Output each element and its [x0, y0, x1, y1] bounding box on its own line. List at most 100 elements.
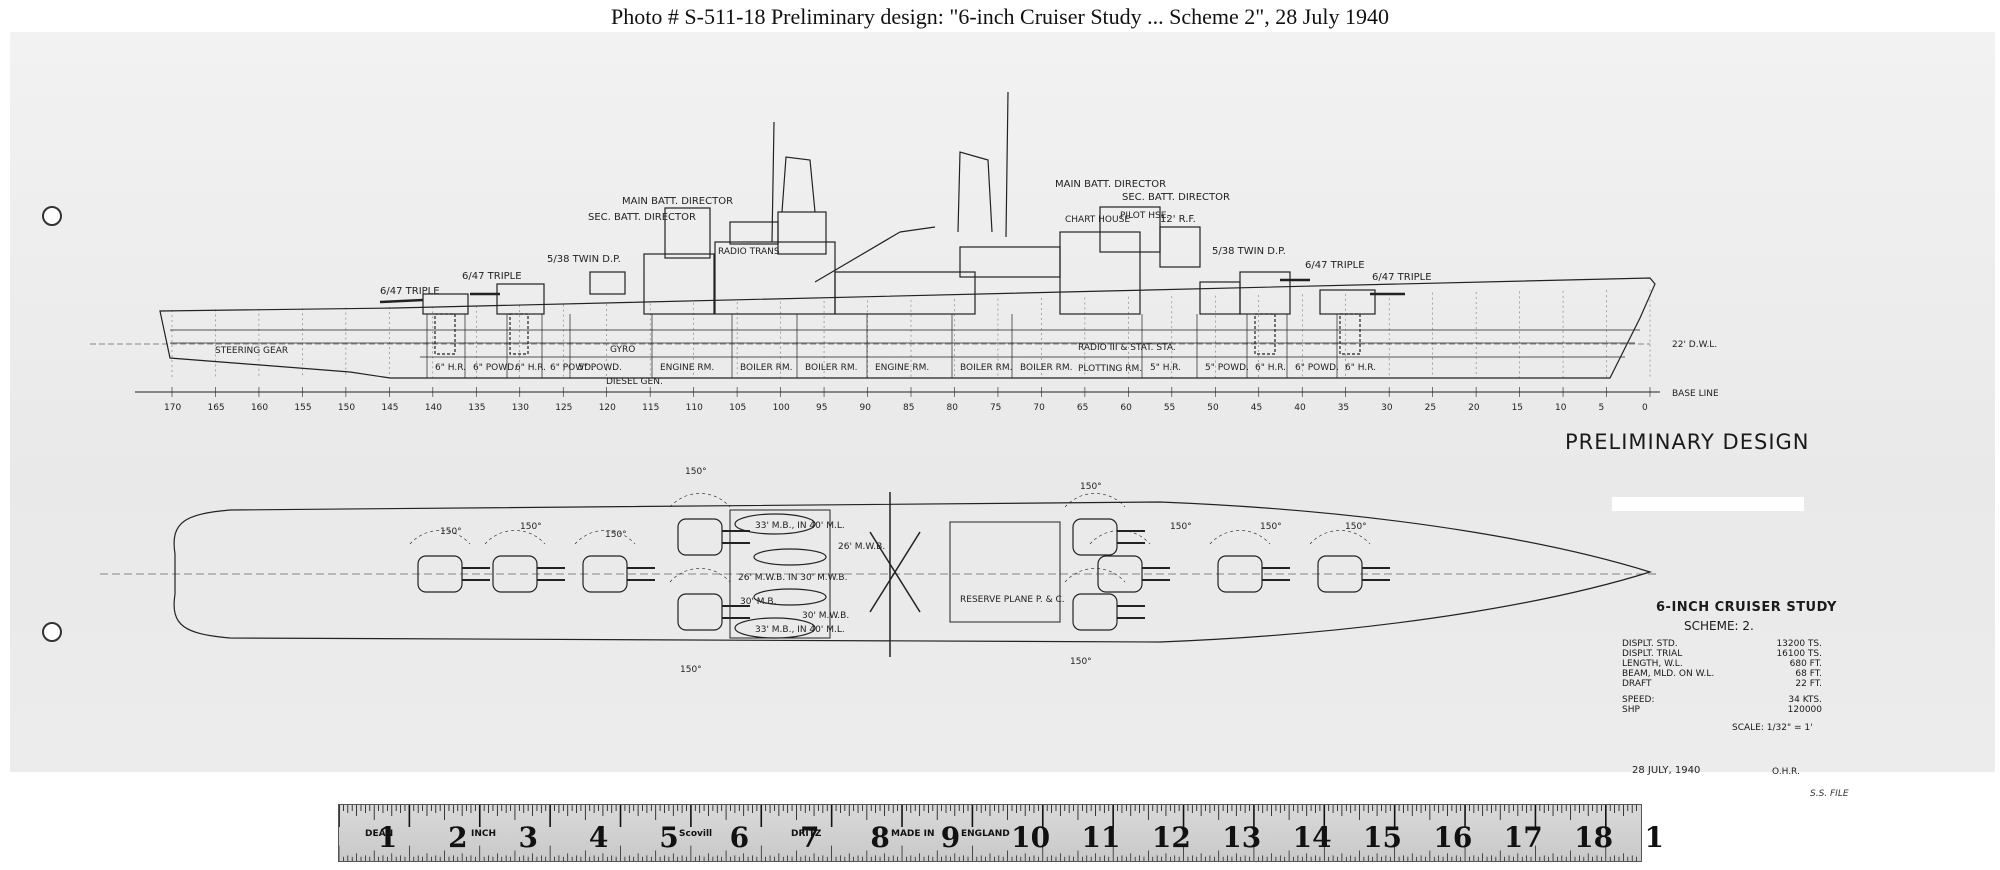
ruler-number: 1: [377, 821, 398, 854]
spec-value: 34 KTS.: [1788, 695, 1822, 705]
hull-profile: [159, 277, 1656, 379]
title-block-scheme: SCHEME: 2.: [1684, 619, 1754, 633]
redaction-bar: [1612, 497, 1804, 511]
compartment-label: 6" H.R.: [515, 363, 546, 373]
frame-station-label: 40: [1294, 403, 1306, 413]
frame-station-label: 50: [1207, 403, 1219, 413]
compartment-label: 6" POWD.: [473, 363, 517, 373]
drawing-date: 28 JULY, 1940: [1632, 765, 1701, 776]
profile-view: [90, 91, 1660, 397]
ruler-number: 13: [1222, 821, 1262, 854]
spec-list: SPEED: 34 KTS. SHP 120000: [1622, 695, 1872, 715]
ruler-number: 17: [1503, 821, 1543, 854]
frame-station-label: 130: [512, 403, 529, 413]
ruler-ticks: [339, 805, 1638, 861]
frame-station-label: 145: [381, 403, 398, 413]
label-sec-batt-director: SEC. BATT. DIRECTOR: [1122, 192, 1230, 203]
ruler-tag: DEAN: [365, 829, 394, 839]
profile-labels: MAIN BATT. DIRECTOR SEC. BATT. DIRECTOR …: [215, 179, 1719, 399]
compartment-label: BOILER RM.: [740, 363, 792, 373]
ruler-number: 6: [729, 821, 750, 854]
ruler-number: 5: [659, 821, 679, 854]
label-dwl: 22' D.W.L.: [1672, 340, 1717, 350]
scale-note: SCALE: 1/32" = 1': [1732, 723, 1813, 733]
frame-station-label: 80: [946, 403, 958, 413]
ruler-number: 4: [588, 821, 609, 854]
frame-station-label: 0: [1642, 403, 1648, 413]
label-rangefinder: 12' R.F.: [1160, 214, 1196, 225]
ruler-number: 16: [1433, 821, 1473, 854]
label-sec-batt-director: SEC. BATT. DIRECTOR: [588, 212, 696, 223]
label-whaleboat-30: 30' M.W.B.: [802, 611, 849, 621]
spec-label: SHP: [1622, 705, 1640, 715]
file-mark: S.S. FILE: [1810, 789, 1849, 799]
frame-station-label: 25: [1425, 403, 1436, 413]
compartment-label: BOILER RM.: [805, 363, 857, 373]
compartment-label: ENGINE RM.: [875, 363, 929, 373]
spec-row: BEAM, MLD. ON W.L.68 FT.: [1622, 669, 1822, 679]
frame-station-label: 5: [1599, 403, 1605, 413]
label-arc: 150°: [605, 530, 627, 540]
label-triple-turret: 6/47 TRIPLE: [1372, 272, 1432, 283]
spec-label: LENGTH, W.L.: [1622, 659, 1683, 669]
label-chart-house: CHART HOUSE: [1065, 215, 1130, 225]
ruler-number: 11: [1081, 821, 1121, 854]
ruler-number: 10: [1011, 821, 1051, 854]
ruler-tag: DRITZ: [791, 829, 822, 839]
frame-station-label: 120: [599, 403, 616, 413]
label-twin-dp: 5/38 TWIN D.P.: [547, 254, 621, 265]
ruler-number: 2: [448, 821, 468, 854]
compartment-label: 6" POWD.: [550, 363, 594, 373]
frame-station-label: 165: [207, 403, 224, 413]
spec-row: SPEED: 34 KTS.: [1622, 695, 1822, 705]
frame-station-label: 90: [860, 403, 872, 413]
punch-hole: [42, 622, 62, 642]
spec-row: SHP 120000: [1622, 705, 1822, 715]
frame-station-label: 20: [1468, 403, 1480, 413]
ship-drawing: MAIN BATT. DIRECTOR SEC. BATT. DIRECTOR …: [90, 91, 1719, 675]
ruler-number: 8: [870, 821, 890, 854]
label-arc: 150°: [680, 665, 702, 675]
frame-station-label: 10: [1555, 403, 1567, 413]
frame-station-label: 135: [468, 403, 485, 413]
label-twin-dp: 5/38 TWIN D.P.: [1212, 246, 1286, 257]
frame-station-label: 155: [294, 403, 311, 413]
spec-value: 68 FT.: [1795, 669, 1822, 679]
spec-row: LENGTH, W.L.680 FT.: [1622, 659, 1822, 669]
label-arc: 150°: [1260, 522, 1282, 532]
label-main-batt-director: MAIN BATT. DIRECTOR: [1055, 179, 1166, 190]
frame-station-label: 95: [816, 403, 827, 413]
label-arc: 150°: [1070, 657, 1092, 667]
label-base-line: BASE LINE: [1672, 389, 1719, 399]
label-triple-turret: 6/47 TRIPLE: [380, 286, 440, 297]
ruler-number: 15: [1363, 821, 1402, 854]
ruler-number: 1: [1644, 821, 1664, 854]
frame-station-label: 110: [686, 403, 703, 413]
compartment-label: 5" H.R.: [1150, 363, 1181, 373]
spec-value: 13200 TS.: [1776, 639, 1822, 649]
spec-label: SPEED:: [1622, 695, 1655, 705]
ruler-tag: ENGLAND: [961, 829, 1010, 839]
label-main-batt-director: MAIN BATT. DIRECTOR: [622, 196, 733, 207]
frame-station-label: 70: [1033, 403, 1045, 413]
frame-station-label: 125: [555, 403, 572, 413]
ruler-number: 3: [518, 821, 538, 854]
compartment-label: ENGINE RM.: [660, 363, 714, 373]
label-arc: 150°: [520, 522, 542, 532]
frame-station-label: 15: [1512, 403, 1523, 413]
compartment-label: 5" POWD.: [1205, 363, 1249, 373]
frame-station-label: 60: [1120, 403, 1132, 413]
compartment-label: BOILER RM.: [1020, 363, 1072, 373]
label-gyro: GYRO: [610, 345, 635, 355]
drawing-sheet: MAIN BATT. DIRECTOR SEC. BATT. DIRECTOR …: [10, 32, 1995, 799]
title-block: 6-INCH CRUISER STUDY SCHEME: 2. DISPLT. …: [1622, 600, 1872, 733]
label-pilot-house: PILOT HSE.: [1120, 211, 1169, 221]
label-radio-trans: RADIO TRANS: [718, 247, 780, 257]
spec-value: 120000: [1787, 705, 1822, 715]
frame-station-label: 150: [338, 403, 355, 413]
